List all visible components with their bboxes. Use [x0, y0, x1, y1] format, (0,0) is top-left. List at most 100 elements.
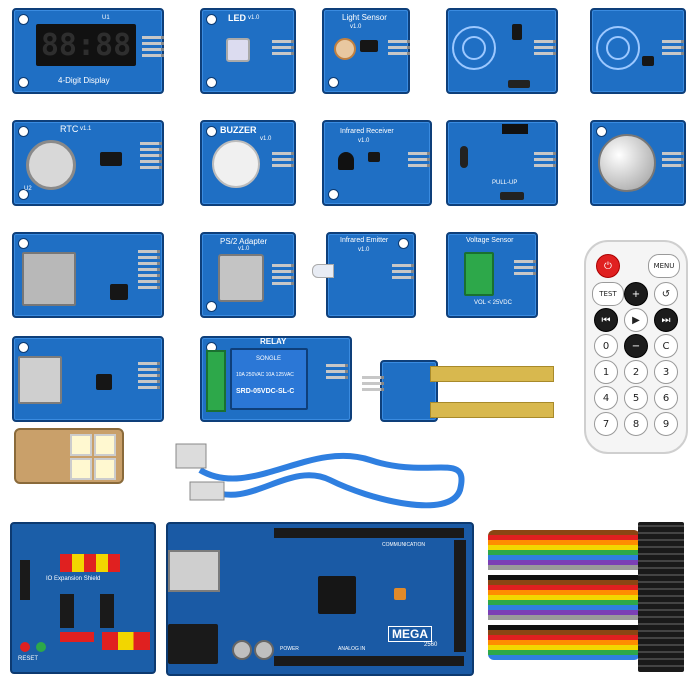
soil-moisture-module — [362, 360, 438, 422]
regulator-chip — [110, 284, 128, 300]
remote-button[interactable]: ⏮ — [594, 308, 618, 332]
mount-hole — [328, 189, 339, 200]
potentiometer-module — [590, 120, 686, 206]
jumper-wire — [488, 630, 640, 635]
module-title: Infrared Receiver — [340, 128, 394, 135]
arduino-mega-board: MEGA 2560 COMMUNICATION POWER ANALOG IN — [166, 522, 474, 676]
remote-button[interactable]: ⏻ — [596, 254, 620, 278]
remote-button[interactable]: 9 — [654, 412, 678, 436]
remote-button[interactable]: ↺ — [654, 282, 678, 306]
voltage-limit-note: VOL < 25VDC — [474, 300, 512, 306]
remote-button[interactable]: 0 — [594, 334, 618, 358]
knob-icon — [598, 134, 656, 192]
jumper-wire — [488, 620, 640, 625]
mount-hole — [206, 126, 217, 137]
remote-button[interactable]: 3 — [654, 360, 678, 384]
remote-button[interactable]: MENU — [648, 254, 680, 278]
pin-header-icon — [102, 632, 150, 650]
digit-display-module: 88:88 4-Digit Display U1 — [12, 8, 164, 94]
sensor-chip — [642, 56, 654, 66]
pin-header-icon — [138, 250, 160, 289]
mount-hole — [206, 14, 217, 25]
module-version: v1.0 — [238, 246, 250, 252]
pull-up-label: PULL-UP — [492, 180, 518, 186]
pin-header-icon — [142, 36, 164, 57]
mount-hole — [398, 238, 409, 249]
sensor-chip — [360, 40, 378, 52]
module-title: 4-Digit Display — [58, 76, 110, 85]
jumper-wire — [488, 615, 640, 620]
display-digits: 88:88 — [40, 27, 132, 63]
reset-button-icon — [20, 642, 30, 652]
remote-button[interactable]: 1 — [594, 360, 618, 384]
pin-header-icon — [274, 528, 464, 538]
jumper-wire — [488, 635, 640, 640]
usb-chip — [96, 374, 112, 390]
pin-header-icon — [392, 264, 414, 279]
jumper-wire — [488, 550, 640, 555]
buzzer-module: BUZZER v1.0 — [200, 120, 296, 206]
jumper-wire — [488, 610, 640, 615]
board-title: MEGA — [388, 626, 432, 642]
ps2-port-icon — [218, 254, 264, 302]
relay-model: SRD-05VDC-SL-C — [236, 388, 295, 395]
jumper-wire-bundle — [488, 530, 640, 660]
temperature-module: PULL-UP — [446, 120, 558, 206]
pin-header-icon — [662, 40, 684, 55]
pin-header-icon — [514, 260, 536, 275]
module-code: U2 — [24, 186, 32, 192]
remote-button[interactable]: 6 — [654, 386, 678, 410]
jumper-wire — [488, 535, 640, 540]
jumper-wire — [488, 575, 640, 580]
soil-probe-icon — [430, 366, 554, 382]
jumper-wire — [488, 625, 640, 630]
pin-header-icon — [60, 554, 120, 572]
capacitor-icon — [254, 640, 274, 660]
remote-button[interactable]: C — [654, 334, 678, 358]
io-expansion-shield: IO Expansion Shield RESET — [10, 522, 156, 674]
module-version: v1.0 — [248, 15, 260, 21]
wire-connector-block — [638, 522, 684, 672]
soil-probe-icon — [430, 402, 554, 418]
thermistor-icon — [460, 146, 468, 168]
remote-button[interactable]: ⏭ — [654, 308, 678, 332]
led-icon — [94, 434, 116, 456]
remote-button[interactable]: 8 — [624, 412, 648, 436]
mount-hole — [328, 77, 339, 88]
jumper-wire — [488, 555, 640, 560]
terminal-block-icon — [206, 350, 226, 412]
mount-hole — [18, 342, 29, 353]
module-title: BUZZER — [220, 125, 257, 135]
module-version: v1.0 — [358, 247, 370, 253]
touch-pad-icon — [462, 36, 486, 60]
remote-button[interactable]: − — [624, 334, 648, 358]
jumper-wire — [488, 595, 640, 600]
remote-button[interactable]: + — [624, 282, 648, 306]
pin-header-icon — [534, 152, 556, 167]
remote-button[interactable]: TEST — [592, 282, 624, 306]
ps2-adapter-module: PS/2 Adapter v1.0 — [200, 232, 296, 318]
relay-module: SONGLE 10A 250VAC 10A 125VAC SRD-05VDC-S… — [200, 336, 352, 422]
remote-button[interactable]: 7 — [594, 412, 618, 436]
remote-button[interactable]: 5 — [624, 386, 648, 410]
reset-label: RESET — [18, 656, 39, 662]
mount-hole — [18, 77, 29, 88]
pin-header-icon — [454, 540, 466, 652]
remote-button[interactable]: 2 — [624, 360, 648, 384]
module-version: v1.0 — [358, 138, 370, 144]
remote-button[interactable]: ▶ — [624, 308, 648, 332]
pin-header-icon — [60, 594, 74, 628]
pin-header-icon — [20, 560, 30, 600]
touch-sensor-module — [446, 8, 558, 94]
light-sensor-module: Light Sensor v1.0 — [322, 8, 410, 94]
remote-button[interactable]: 4 — [594, 386, 618, 410]
touch-pad-icon — [452, 26, 496, 70]
jumper-wire — [488, 560, 640, 565]
jumper-wire — [488, 605, 640, 610]
jumper-wire — [488, 530, 640, 535]
module-title: LED — [228, 13, 246, 23]
pin-header-icon — [138, 362, 160, 389]
ir-remote-control: ⏻ MENU TEST + ↺ ⏮ ▶ ⏭ 0 − C 1 2 3 4 5 6 … — [584, 240, 688, 454]
pin-header-icon — [408, 152, 430, 167]
module-title: Voltage Sensor — [466, 237, 514, 244]
